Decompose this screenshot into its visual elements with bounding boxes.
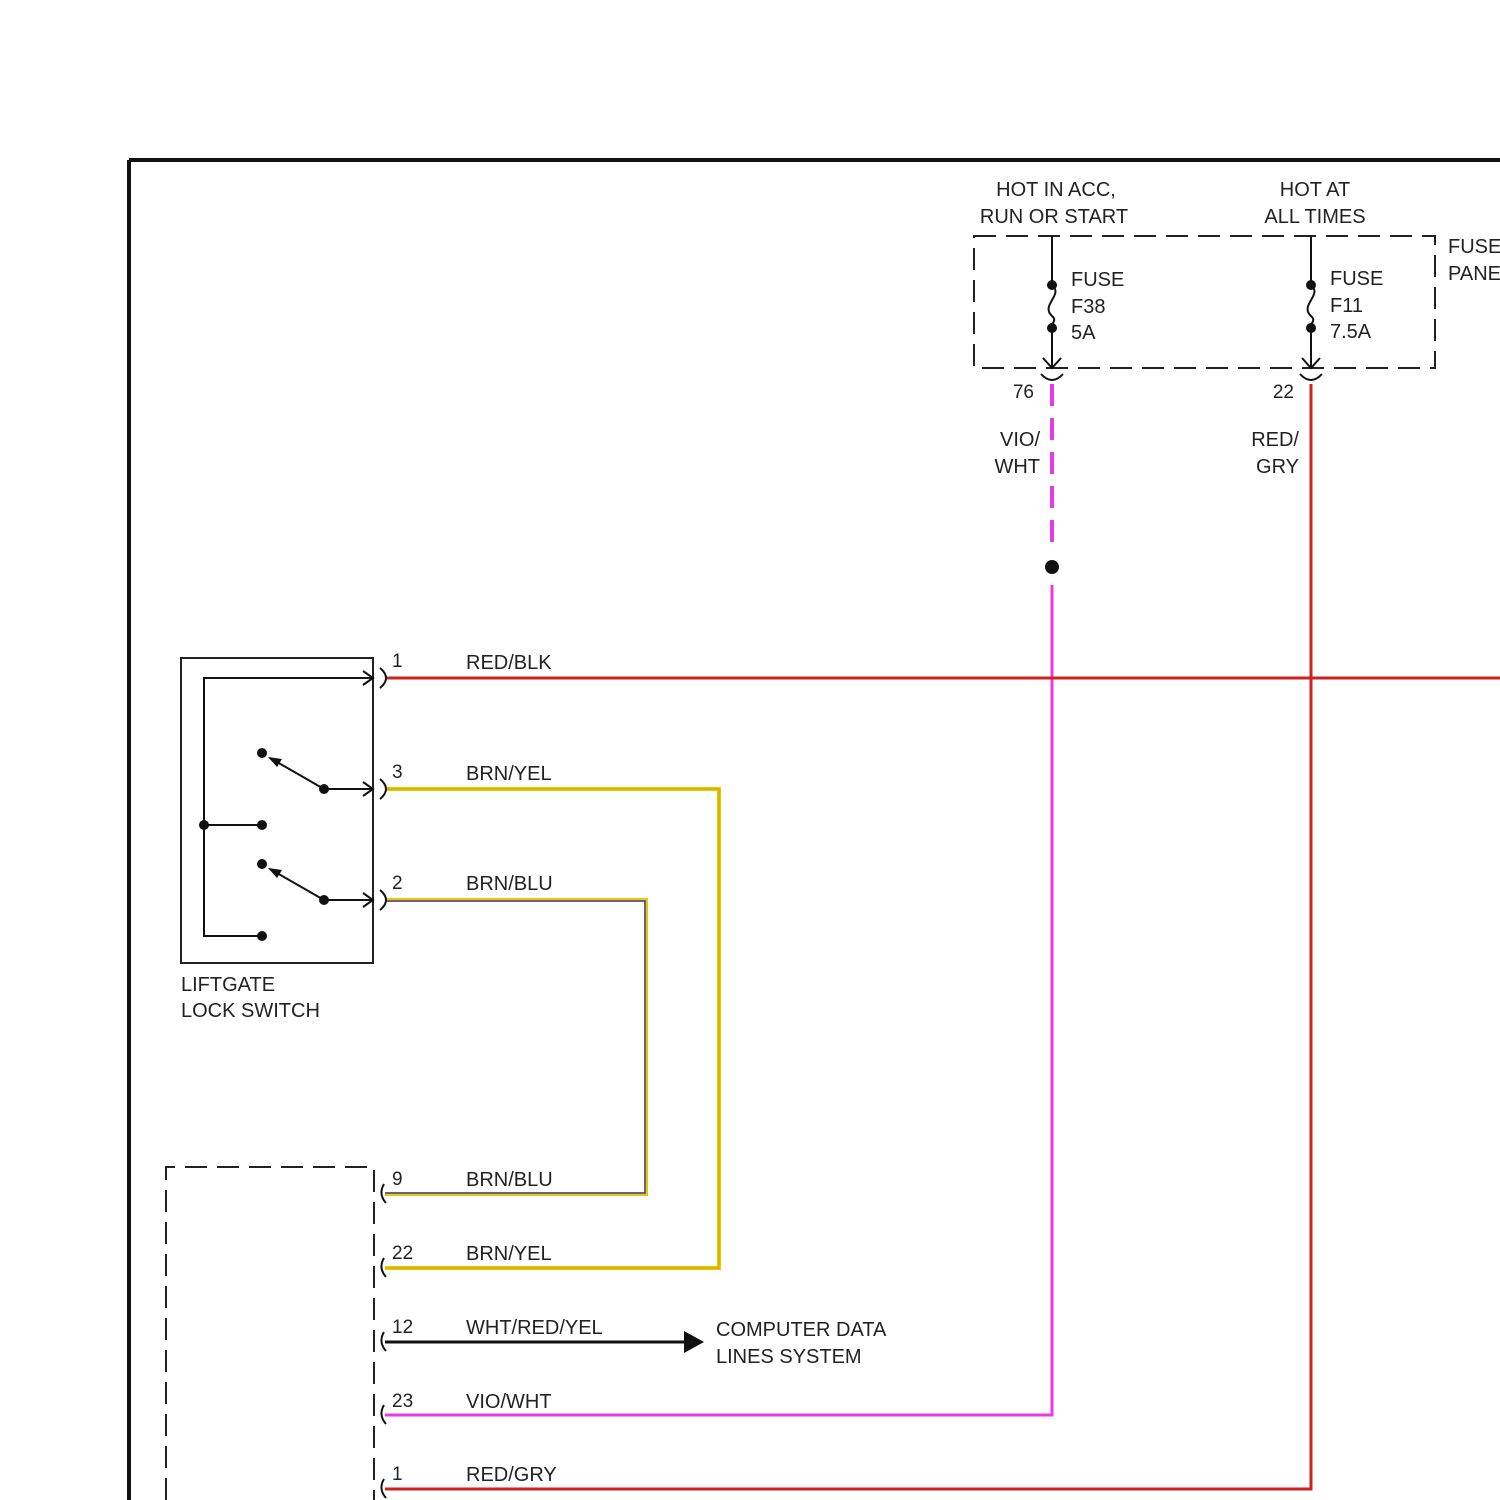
- module-pin-9: 9: [392, 1169, 403, 1190]
- module-wire-22: BRN/YEL: [466, 1243, 552, 1265]
- wire-brn-yel: [385, 789, 719, 1268]
- red-gry-label-line2: GRY: [1256, 456, 1299, 478]
- vio-wht-label-line1: VIO/: [1000, 429, 1040, 451]
- fuse-f38-line2: F38: [1071, 296, 1105, 318]
- switch-wire-1: RED/BLK: [466, 652, 552, 674]
- vio-wht-label-line2: WHT: [994, 456, 1040, 478]
- module-boundary: [166, 1167, 374, 1500]
- fuse-panel-label-line2: PANEL: [1448, 263, 1500, 285]
- fuse-f11: FUSE F11 7.5A: [1302, 236, 1383, 368]
- switch-pin-1: 1: [392, 651, 403, 672]
- data-target-line1: COMPUTER DATA: [716, 1319, 887, 1341]
- fuse-panel-label-line1: FUSE: [1448, 236, 1500, 258]
- splice-dot: [1045, 560, 1059, 574]
- connector-22-terminal: [1300, 374, 1322, 380]
- fuse-f11-pin: 22: [1273, 382, 1294, 403]
- module-wire-9: BRN/BLU: [466, 1169, 553, 1191]
- module-wire-1: RED/GRY: [466, 1464, 557, 1486]
- module-pin-1: 1: [392, 1464, 403, 1485]
- module-pin-12: 12: [392, 1317, 413, 1338]
- hot-acc-label-line2: RUN OR START: [980, 206, 1128, 228]
- fuse-panel-boundary: [974, 236, 1435, 368]
- module-pin-23: 23: [392, 1391, 413, 1412]
- control-module: 9 BRN/BLU 22 BRN/YEL 12 WHT/RED/YEL 23 V…: [166, 1167, 887, 1500]
- diagram-frame: [129, 160, 1500, 1500]
- switch-wire-2: BRN/BLU: [466, 873, 553, 895]
- switch-pin-2: 2: [392, 873, 403, 894]
- connector-76-terminal: [1041, 374, 1063, 380]
- liftgate-lock-switch: 1 RED/BLK 3 BRN/YEL 2 BRN/BLU LIFTGATE L…: [181, 651, 553, 1022]
- red-gry-label-line1: RED/: [1251, 429, 1299, 451]
- module-pin-22: 22: [392, 1243, 413, 1264]
- switch-label-line1: LIFTGATE: [181, 974, 275, 996]
- switch-label-line2: LOCK SWITCH: [181, 1000, 320, 1022]
- data-line-arrow-icon: [684, 1331, 704, 1353]
- fuse-f38-rating: 5A: [1071, 322, 1096, 344]
- switch-pin-3: 3: [392, 762, 403, 783]
- wire-brn-yel-outline: [385, 789, 719, 1268]
- wire-brn-blu-outline: [385, 900, 646, 1194]
- module-wire-12: WHT/RED/YEL: [466, 1317, 603, 1339]
- module-wire-23: VIO/WHT: [466, 1391, 552, 1413]
- hot-all-label-line1: HOT AT: [1280, 179, 1350, 201]
- fuse-f11-rating: 7.5A: [1330, 321, 1372, 343]
- wire-brn-blu: [385, 901, 645, 1193]
- hot-all-label-line2: ALL TIMES: [1264, 206, 1365, 228]
- fuse-f38-line1: FUSE: [1071, 269, 1124, 291]
- fuse-f11-line2: F11: [1330, 295, 1363, 317]
- fuse-f11-line1: FUSE: [1330, 268, 1383, 290]
- hot-acc-label-line1: HOT IN ACC,: [996, 179, 1116, 201]
- switch-wire-3: BRN/YEL: [466, 763, 552, 785]
- switch-housing: [181, 658, 373, 963]
- fuse-f38-pin: 76: [1013, 382, 1034, 403]
- fuse-f38: FUSE F38 5A: [1043, 236, 1124, 368]
- data-target-line2: LINES SYSTEM: [716, 1346, 862, 1368]
